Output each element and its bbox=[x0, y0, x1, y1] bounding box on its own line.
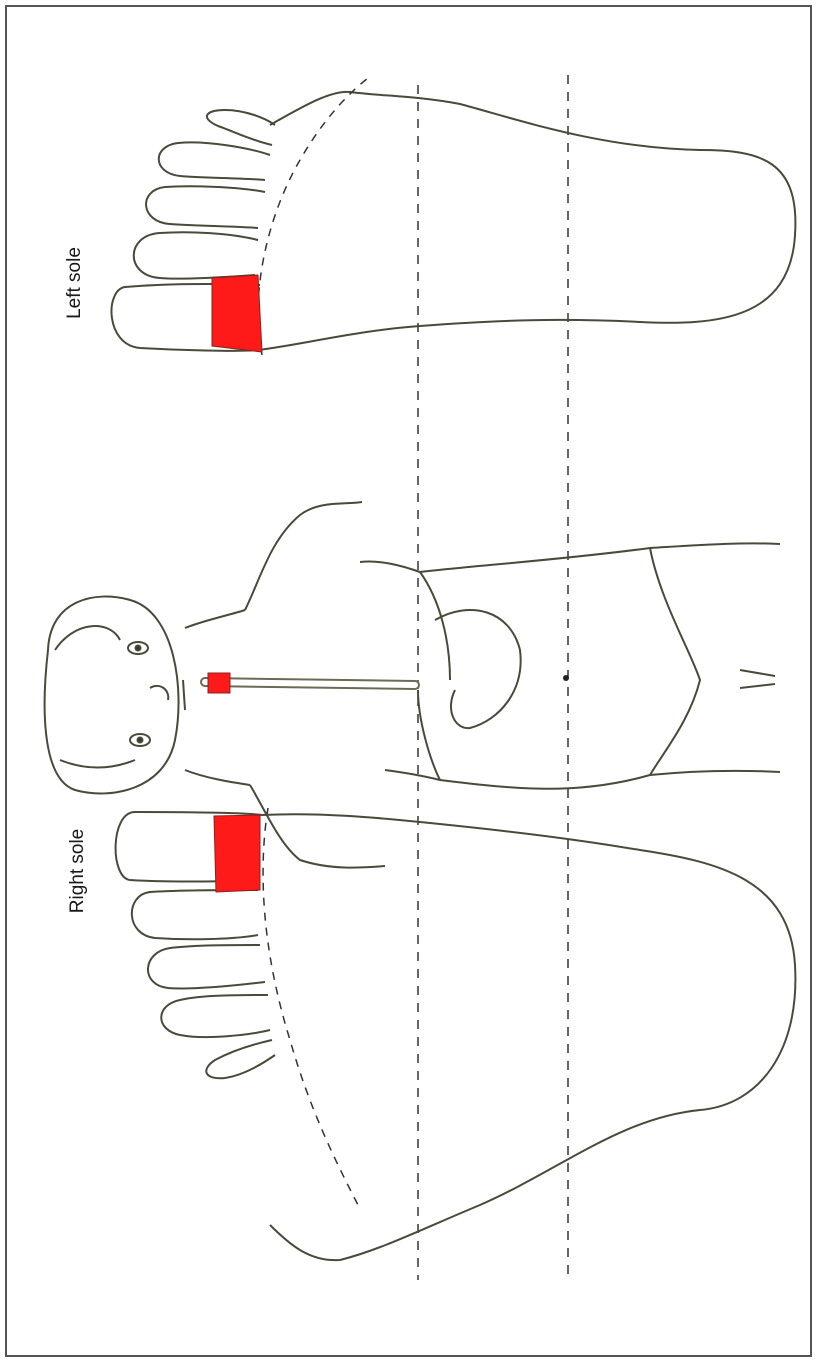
right-sole-label: Right sole bbox=[67, 811, 89, 931]
left-sole-toe-line bbox=[258, 75, 372, 355]
left-sole-label: Left sole bbox=[64, 238, 86, 328]
esophagus-inner bbox=[205, 682, 415, 685]
throat-highlight bbox=[208, 673, 230, 693]
left-sole-highlight bbox=[212, 275, 262, 352]
right-sole-highlight bbox=[214, 815, 260, 892]
navel-dot bbox=[563, 675, 569, 681]
